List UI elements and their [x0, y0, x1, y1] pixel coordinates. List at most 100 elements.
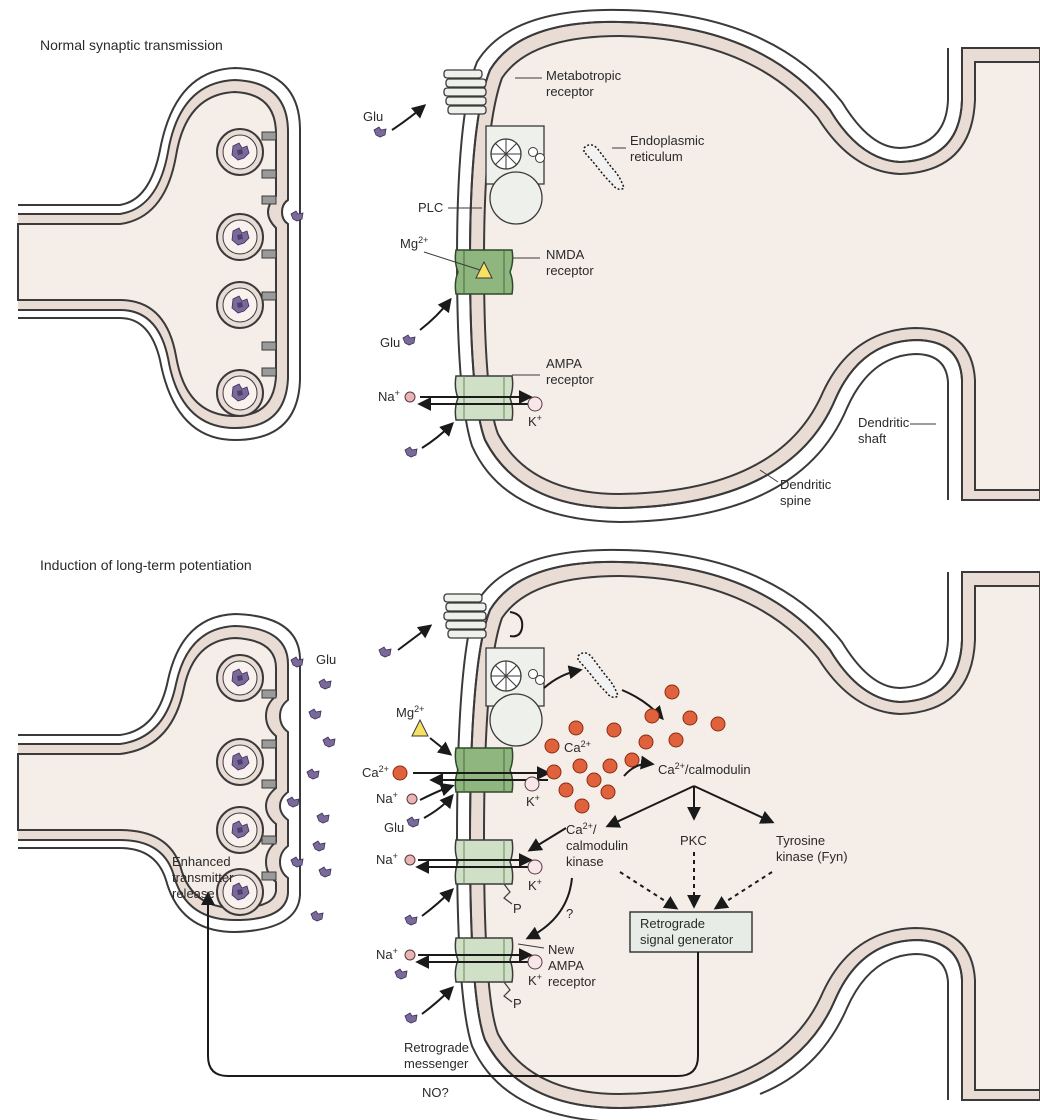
plc-label: PLC: [418, 200, 443, 215]
postsynaptic-spine-top: [455, 8, 1040, 524]
plc-to-er-arrow: [543, 665, 583, 689]
glu-arrow-top-3: [421, 422, 454, 449]
pkc-label: PKC: [680, 833, 707, 848]
glu-arrow-bottom-3: [421, 986, 454, 1015]
enhanced-label-3: release: [172, 886, 215, 901]
nmda-receptor-top: [454, 249, 514, 295]
na-label-top: Na+: [378, 388, 400, 404]
mg-ion-bottom: [411, 718, 429, 737]
ampa-receptor-top: [417, 375, 533, 421]
released-glutamate-cloud: [286, 656, 336, 922]
camk-to-ampa-arrow: [527, 827, 567, 852]
potassium-ion-bottom-2: [527, 859, 543, 875]
enhanced-label-2: transmitter: [172, 870, 234, 885]
glu-arrow-top-2: [419, 297, 452, 331]
phospho-label-1: P: [513, 901, 522, 916]
dashed-camk-to-retro: [619, 871, 679, 910]
k-label-bottom-3: K+: [528, 972, 542, 988]
glutamate-released-top: [290, 210, 304, 222]
calmodulin-label: Ca2+/calmodulin: [658, 761, 751, 777]
glu-arrow-bottom-meta: [397, 624, 433, 651]
tyrosine-label-2: kinase (Fyn): [776, 849, 848, 864]
na-label-bottom-1: Na+: [376, 790, 398, 806]
messenger-label-1: Retrograde: [404, 1040, 469, 1055]
enhanced-label-1: Enhanced: [172, 854, 231, 869]
glutamate-top-1: [373, 126, 387, 138]
new-ampa-receptor: [415, 937, 533, 1003]
no-label: NO?: [422, 1085, 449, 1100]
tyrosine-label-1: Tyrosine: [776, 833, 825, 848]
camk-label-2: calmodulin: [566, 838, 628, 853]
dendritic-shaft-label-1: Dendritic: [858, 415, 910, 430]
bottom-panel-title: Induction of long-term potentiation: [40, 557, 252, 573]
glutamate-top-3: [404, 446, 418, 458]
ampa-receptor-bottom: [415, 839, 533, 905]
active-zones-top: [261, 131, 277, 377]
arrow-to-tyrosine: [693, 785, 775, 824]
glutamate-bottom-3: [394, 968, 408, 980]
g-protein-plc-top: [485, 125, 546, 225]
retrograde-box-label-2: signal generator: [640, 932, 734, 947]
na-label-bottom-3: Na+: [376, 946, 398, 962]
retrograde-box-label-1: Retrograde: [640, 916, 705, 931]
calcium-ion-entering: [392, 765, 408, 781]
dendritic-spine-label-1: Dendritic: [780, 477, 832, 492]
potassium-ion-top: [527, 396, 543, 412]
metabotropic-label-1: Metabotropic: [546, 68, 622, 83]
k-label-bottom-1: K+: [526, 793, 540, 809]
arrow-to-camk: [605, 785, 695, 828]
glutamate-bottom-5: [378, 646, 392, 658]
messenger-label-2: messenger: [404, 1056, 469, 1071]
phospho-label-2: P: [513, 996, 522, 1011]
dendritic-shaft-label-2: shaft: [858, 431, 887, 446]
nmda-label-2: receptor: [546, 263, 594, 278]
active-zones-bottom: [261, 689, 277, 881]
g-protein-plc-bottom: [485, 647, 546, 747]
k-label-bottom-2: K+: [528, 877, 542, 893]
dendritic-spine-label-2: spine: [780, 493, 811, 508]
ca-label-entering: Ca2+: [362, 764, 389, 780]
sodium-ion-bottom-1: [406, 793, 418, 805]
top-panel-title: Normal synaptic transmission: [40, 37, 223, 53]
camk-label-1: Ca2+/: [566, 821, 597, 837]
calcium-ion-cloud: [544, 684, 726, 814]
glu-arrow-bottom-2: [421, 888, 454, 917]
sodium-ion-bottom-2: [404, 854, 416, 866]
ampa-label-2: receptor: [546, 372, 594, 387]
glu-label-top-1: Glu: [363, 109, 383, 124]
glutamate-bottom-2: [404, 914, 418, 926]
endoplasmic-label-2: reticulum: [630, 149, 683, 164]
potassium-ion-bottom-3: [527, 954, 543, 970]
endoplasmic-reticulum-bottom: [577, 652, 619, 699]
presynaptic-terminal-top: [17, 66, 301, 442]
na-entry-arrow-1: [419, 782, 455, 801]
mg-eject-arrow: [429, 737, 453, 756]
endoplasmic-reticulum-top: [583, 144, 625, 191]
glu-arrow-top-1: [391, 104, 427, 131]
ca-label-cloud: Ca2+: [564, 739, 591, 755]
dashed-tyrosine-to-retro: [713, 871, 773, 910]
retrograde-messenger-arrow: [201, 891, 699, 1077]
postsynaptic-spine-bottom: [455, 548, 1040, 1120]
metabotropic-receptor-bottom: [443, 593, 487, 639]
metabotropic-receptor-top: [443, 69, 487, 115]
glu-arrow-bottom-1: [423, 793, 454, 819]
camk-label-3: kinase: [566, 854, 604, 869]
na-label-bottom-2: Na+: [376, 851, 398, 867]
question-label: ?: [566, 906, 573, 921]
new-ampa-label-3: receptor: [548, 974, 596, 989]
sodium-ion-top: [404, 391, 416, 403]
ampa-label-1: AMPA: [546, 356, 582, 371]
metabotropic-label-2: receptor: [546, 84, 594, 99]
new-ampa-label-2: AMPA: [548, 958, 584, 973]
glutamate-top-2: [402, 334, 416, 346]
mg-label-top: Mg2+: [400, 235, 428, 251]
retrograde-signal-generator-box: [629, 911, 753, 953]
glutamate-bottom-4: [404, 1012, 418, 1024]
new-ampa-label-1: New: [548, 942, 575, 957]
glutamate-bottom-1: [406, 816, 420, 828]
activation-loop: [509, 611, 524, 638]
glu-label-bottom-cloud: Glu: [316, 652, 336, 667]
